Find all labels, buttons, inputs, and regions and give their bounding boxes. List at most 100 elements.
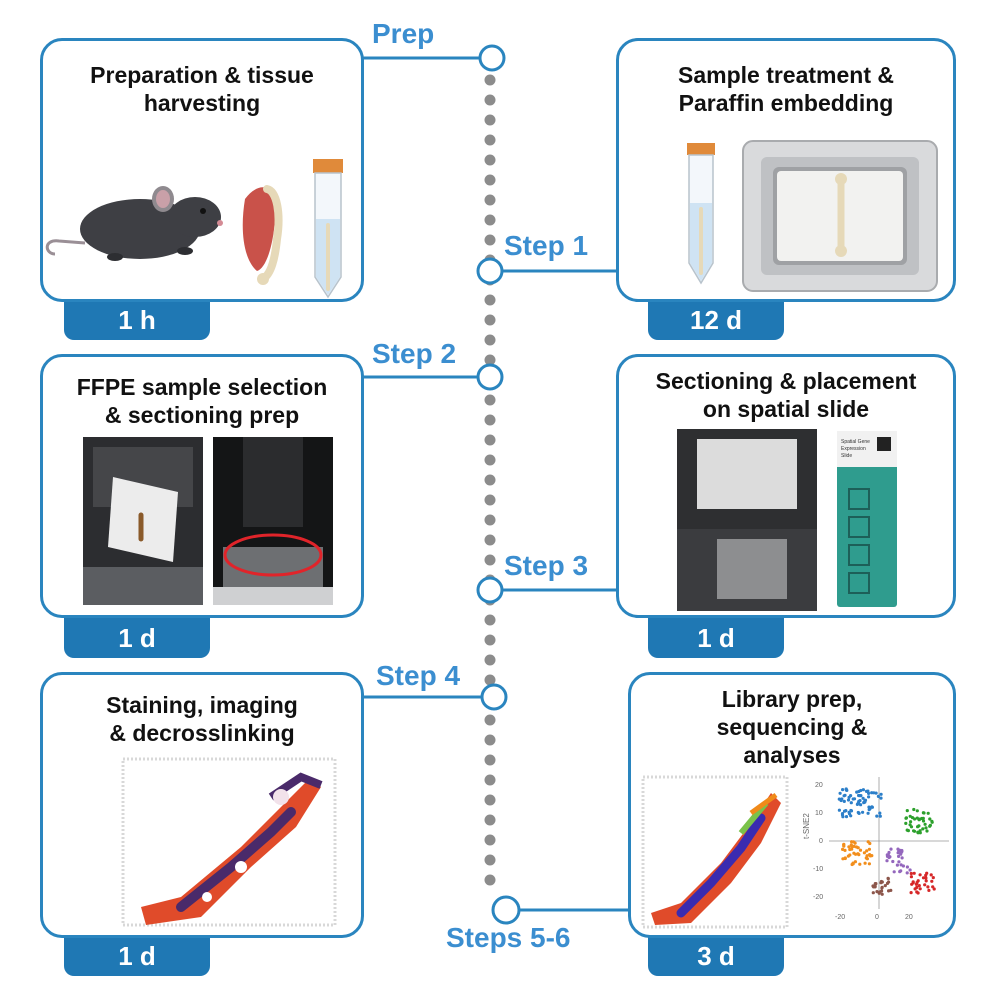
- tsne-ytick: 20: [815, 782, 823, 789]
- milestone-prep: [478, 44, 506, 72]
- tsne-point: [916, 831, 920, 835]
- tsne-point: [838, 791, 842, 795]
- tsne-point: [926, 811, 930, 815]
- timeline-dot: [484, 294, 496, 306]
- tsne-point: [875, 814, 879, 818]
- tsne-point: [931, 876, 935, 880]
- tsne-point: [889, 847, 893, 851]
- tsne-points: [837, 787, 936, 896]
- tsne-point: [887, 855, 891, 860]
- timeline-dot: [484, 814, 496, 826]
- falcon-tube-icon: [687, 143, 715, 285]
- tsne-point: [843, 793, 847, 797]
- tsne-point: [930, 819, 934, 823]
- tsne-plot: t-SNE2 20 10 0 -10 -20 -20 0 20: [802, 777, 949, 921]
- timeline-dot: [484, 834, 496, 846]
- tsne-point: [867, 791, 871, 795]
- tsne-point: [866, 840, 870, 844]
- tsne-point: [883, 884, 887, 888]
- tsne-point: [931, 885, 935, 889]
- timeline-dot: [484, 554, 496, 566]
- tsne-point: [924, 826, 928, 830]
- tsne-point: [909, 825, 914, 829]
- timeline-dot: [484, 794, 496, 806]
- tsne-point: [930, 879, 934, 883]
- card-title-step1: Sample treatment & Paraffin embedding: [677, 62, 894, 116]
- tsne-point: [850, 862, 854, 867]
- tsne-point: [917, 824, 921, 828]
- timeline-dot: [484, 174, 496, 186]
- tsne-point: [887, 889, 891, 893]
- duration-tab-step3: 1 d: [648, 618, 784, 658]
- duration-tab-prep: 1 h: [64, 300, 210, 340]
- tsne-point: [880, 892, 884, 896]
- timeline-dot: [484, 754, 496, 766]
- timeline-dot: [484, 734, 496, 746]
- tsne-ytick: 10: [815, 810, 823, 817]
- tsne-point: [837, 797, 841, 801]
- tsne-point: [859, 788, 863, 793]
- tsne-point: [844, 815, 849, 819]
- tsne-point: [891, 859, 895, 864]
- tsne-point: [853, 860, 857, 864]
- tsne-point: [915, 885, 919, 889]
- tsne-point: [878, 811, 882, 815]
- tsne-point: [864, 789, 869, 793]
- tsne-xtick: 20: [905, 914, 913, 921]
- timeline-dot: [484, 134, 496, 146]
- tsne-point: [849, 814, 853, 818]
- tsne-point: [843, 848, 847, 852]
- tsne-point: [913, 817, 917, 821]
- tsne-point: [851, 797, 855, 801]
- tsne-point: [916, 891, 920, 895]
- mouse-tissue-tube-illustration: [45, 159, 343, 299]
- timeline-dot: [484, 654, 496, 666]
- tsne-point: [849, 801, 853, 805]
- duration-tab-step1: 12 d: [648, 300, 784, 340]
- tsne-point: [870, 854, 874, 858]
- tsne-point: [887, 850, 891, 855]
- tsne-point: [840, 797, 844, 801]
- tsne-point: [865, 854, 869, 858]
- stained-tissue-image: [121, 757, 337, 927]
- step-label-step3: Step 3: [504, 550, 589, 581]
- tsne-point: [905, 809, 909, 813]
- tsne-point: [908, 814, 912, 818]
- tsne-point: [917, 818, 921, 822]
- card-title-step3: Sectioning & placement on spatial slide: [655, 368, 917, 422]
- tsne-ylabel: t-SNE2: [802, 813, 811, 839]
- embedding-illustration: [687, 140, 938, 292]
- tsne-xtick: -20: [835, 914, 845, 921]
- tsne-point: [876, 794, 880, 798]
- timeline-dots: [484, 74, 496, 886]
- tsne-point: [865, 857, 869, 861]
- mouse-icon: [45, 186, 223, 261]
- svg-text:Spatial Gene: Spatial Gene: [841, 439, 870, 445]
- tsne-point: [879, 792, 883, 796]
- tsne-point: [858, 794, 862, 798]
- tsne-point: [856, 852, 860, 856]
- timeline-dot: [484, 334, 496, 346]
- tsne-point: [923, 883, 927, 887]
- tsne-point: [856, 846, 860, 850]
- tsne-point: [928, 817, 932, 821]
- tsne-point: [918, 831, 922, 835]
- tsne-point: [868, 806, 872, 811]
- tsne-point: [861, 810, 865, 814]
- timeline-dot: [484, 214, 496, 226]
- tsne-point: [847, 795, 851, 799]
- svg-text:Expression: Expression: [841, 446, 866, 452]
- tsne-ytick: 0: [819, 838, 823, 845]
- timeline-dot: [484, 234, 496, 246]
- timeline-dot: [484, 634, 496, 646]
- step-label-prep: Prep: [372, 18, 435, 49]
- tsne-point: [921, 819, 926, 823]
- tsne-point: [900, 856, 904, 860]
- timeline-dot: [484, 194, 496, 206]
- embedding-cassette-icon: [742, 140, 938, 292]
- svg-text:Slide: Slide: [841, 453, 852, 459]
- tsne-point: [841, 788, 845, 792]
- tsne-point: [849, 843, 853, 847]
- tsne-point: [842, 842, 846, 846]
- duration-tab-step56: 3 d: [648, 936, 784, 976]
